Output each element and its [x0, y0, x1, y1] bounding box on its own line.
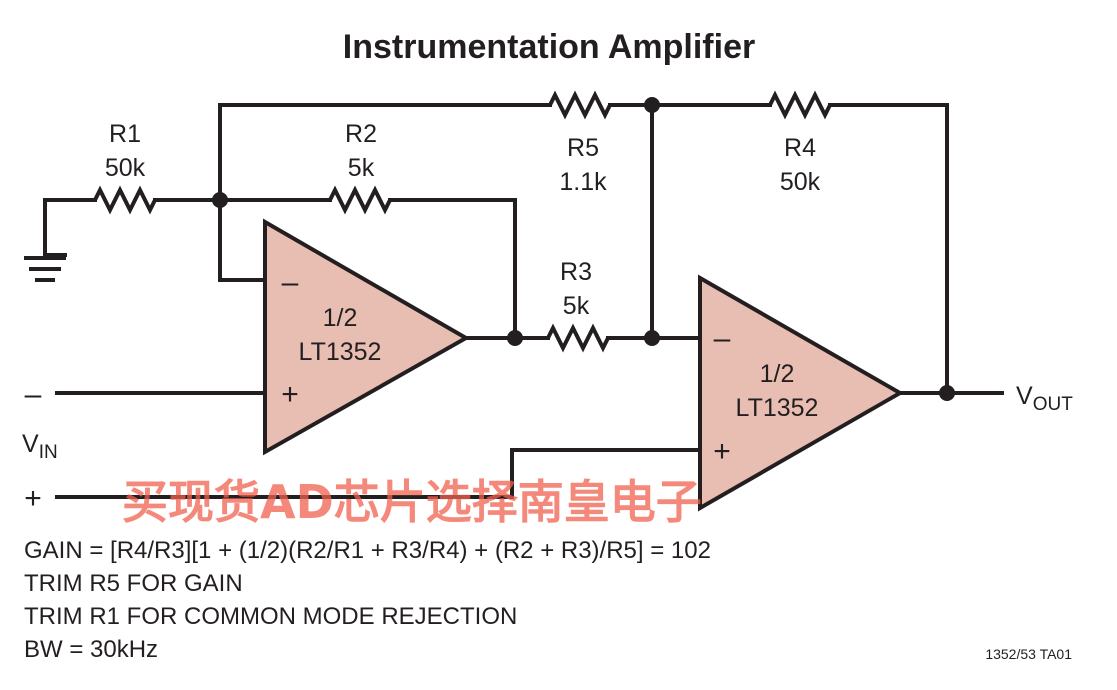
opamp-left-part: LT1352 [299, 338, 382, 366]
opamp-right-fraction: 1/2 [760, 360, 795, 388]
watermark-text: 买现货AD芯片选择南皇电子 [122, 475, 702, 529]
vin-minus-sign: – [25, 378, 42, 411]
vin-label: VIN [22, 430, 58, 463]
vin-plus-sign: + [24, 482, 42, 515]
opamp-left-noninverting-sign: + [281, 378, 299, 411]
resistor-r1-icon [93, 185, 157, 215]
resistor-r4-icon [768, 90, 832, 120]
note-trim-r1: TRIM R1 FOR COMMON MODE REJECTION [24, 603, 517, 630]
opamp-left-fraction: 1/2 [323, 304, 358, 332]
diagram-title: Instrumentation Amplifier [343, 28, 755, 66]
figure-reference: 1352/53 TA01 [985, 646, 1072, 662]
resistor-r5-icon [548, 90, 612, 120]
opamp-right-icon [698, 274, 905, 512]
junction-dots [212, 97, 955, 401]
r5-value-label: 1.1k [559, 168, 607, 196]
wires [43, 103, 1004, 499]
note-trim-r5: TRIM R5 FOR GAIN [24, 570, 243, 597]
opamp-right-noninverting-sign: + [713, 435, 731, 468]
ground-icon [24, 253, 66, 282]
resistor-r2-icon [328, 185, 392, 215]
opamp-right-part: LT1352 [736, 394, 819, 422]
r1-value-label: 50k [105, 154, 146, 182]
opamp-left-icon [263, 218, 471, 456]
r2-name-label: R2 [345, 120, 377, 148]
r5-name-label: R5 [567, 134, 599, 162]
r3-value-label: 5k [563, 292, 590, 320]
r4-value-label: 50k [780, 168, 821, 196]
r1-name-label: R1 [109, 120, 141, 148]
note-gain-formula: GAIN = [R4/R3][1 + (1/2)(R2/R1 + R3/R4) … [24, 537, 711, 564]
r4-name-label: R4 [784, 134, 816, 162]
opamp-right-inverting-sign: – [714, 322, 731, 355]
r3-name-label: R3 [560, 258, 592, 286]
opamp-left-inverting-sign: – [282, 266, 299, 299]
note-bandwidth: BW = 30kHz [24, 636, 158, 663]
vout-label: VOUT [1016, 382, 1073, 415]
r2-value-label: 5k [348, 154, 375, 182]
resistor-r3-icon [546, 323, 610, 353]
